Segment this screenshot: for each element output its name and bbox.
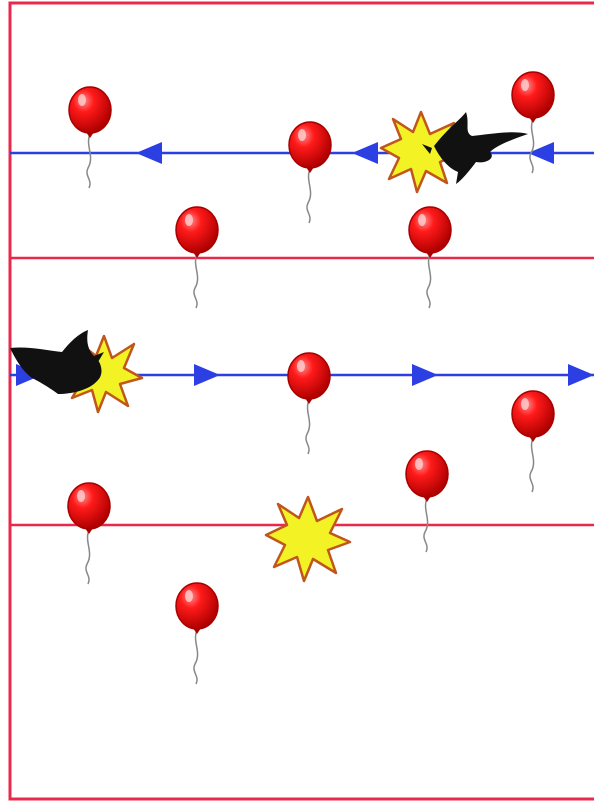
balloon-icon	[287, 352, 331, 455]
right-arrow-icon	[412, 364, 438, 386]
playfield-border	[8, 1, 594, 801]
balloon-icon	[408, 206, 452, 309]
balloon-icon	[405, 450, 449, 553]
right-arrow-icon	[194, 364, 220, 386]
balloon-icon	[68, 86, 112, 189]
left-arrow-icon	[528, 142, 554, 164]
right-arrow-icon	[568, 364, 594, 386]
balloon-icon	[175, 206, 219, 309]
crow-icon	[422, 112, 528, 184]
balloon-icon	[175, 582, 219, 685]
balloon-icon	[67, 482, 111, 585]
left-arrow-icon	[136, 142, 162, 164]
balloon-icon	[288, 121, 332, 224]
left-arrow-icon	[352, 142, 378, 164]
crow-icon	[10, 330, 104, 394]
burst-icon	[264, 495, 352, 583]
balloon-icon	[511, 390, 555, 493]
balloon-icon	[511, 71, 555, 174]
